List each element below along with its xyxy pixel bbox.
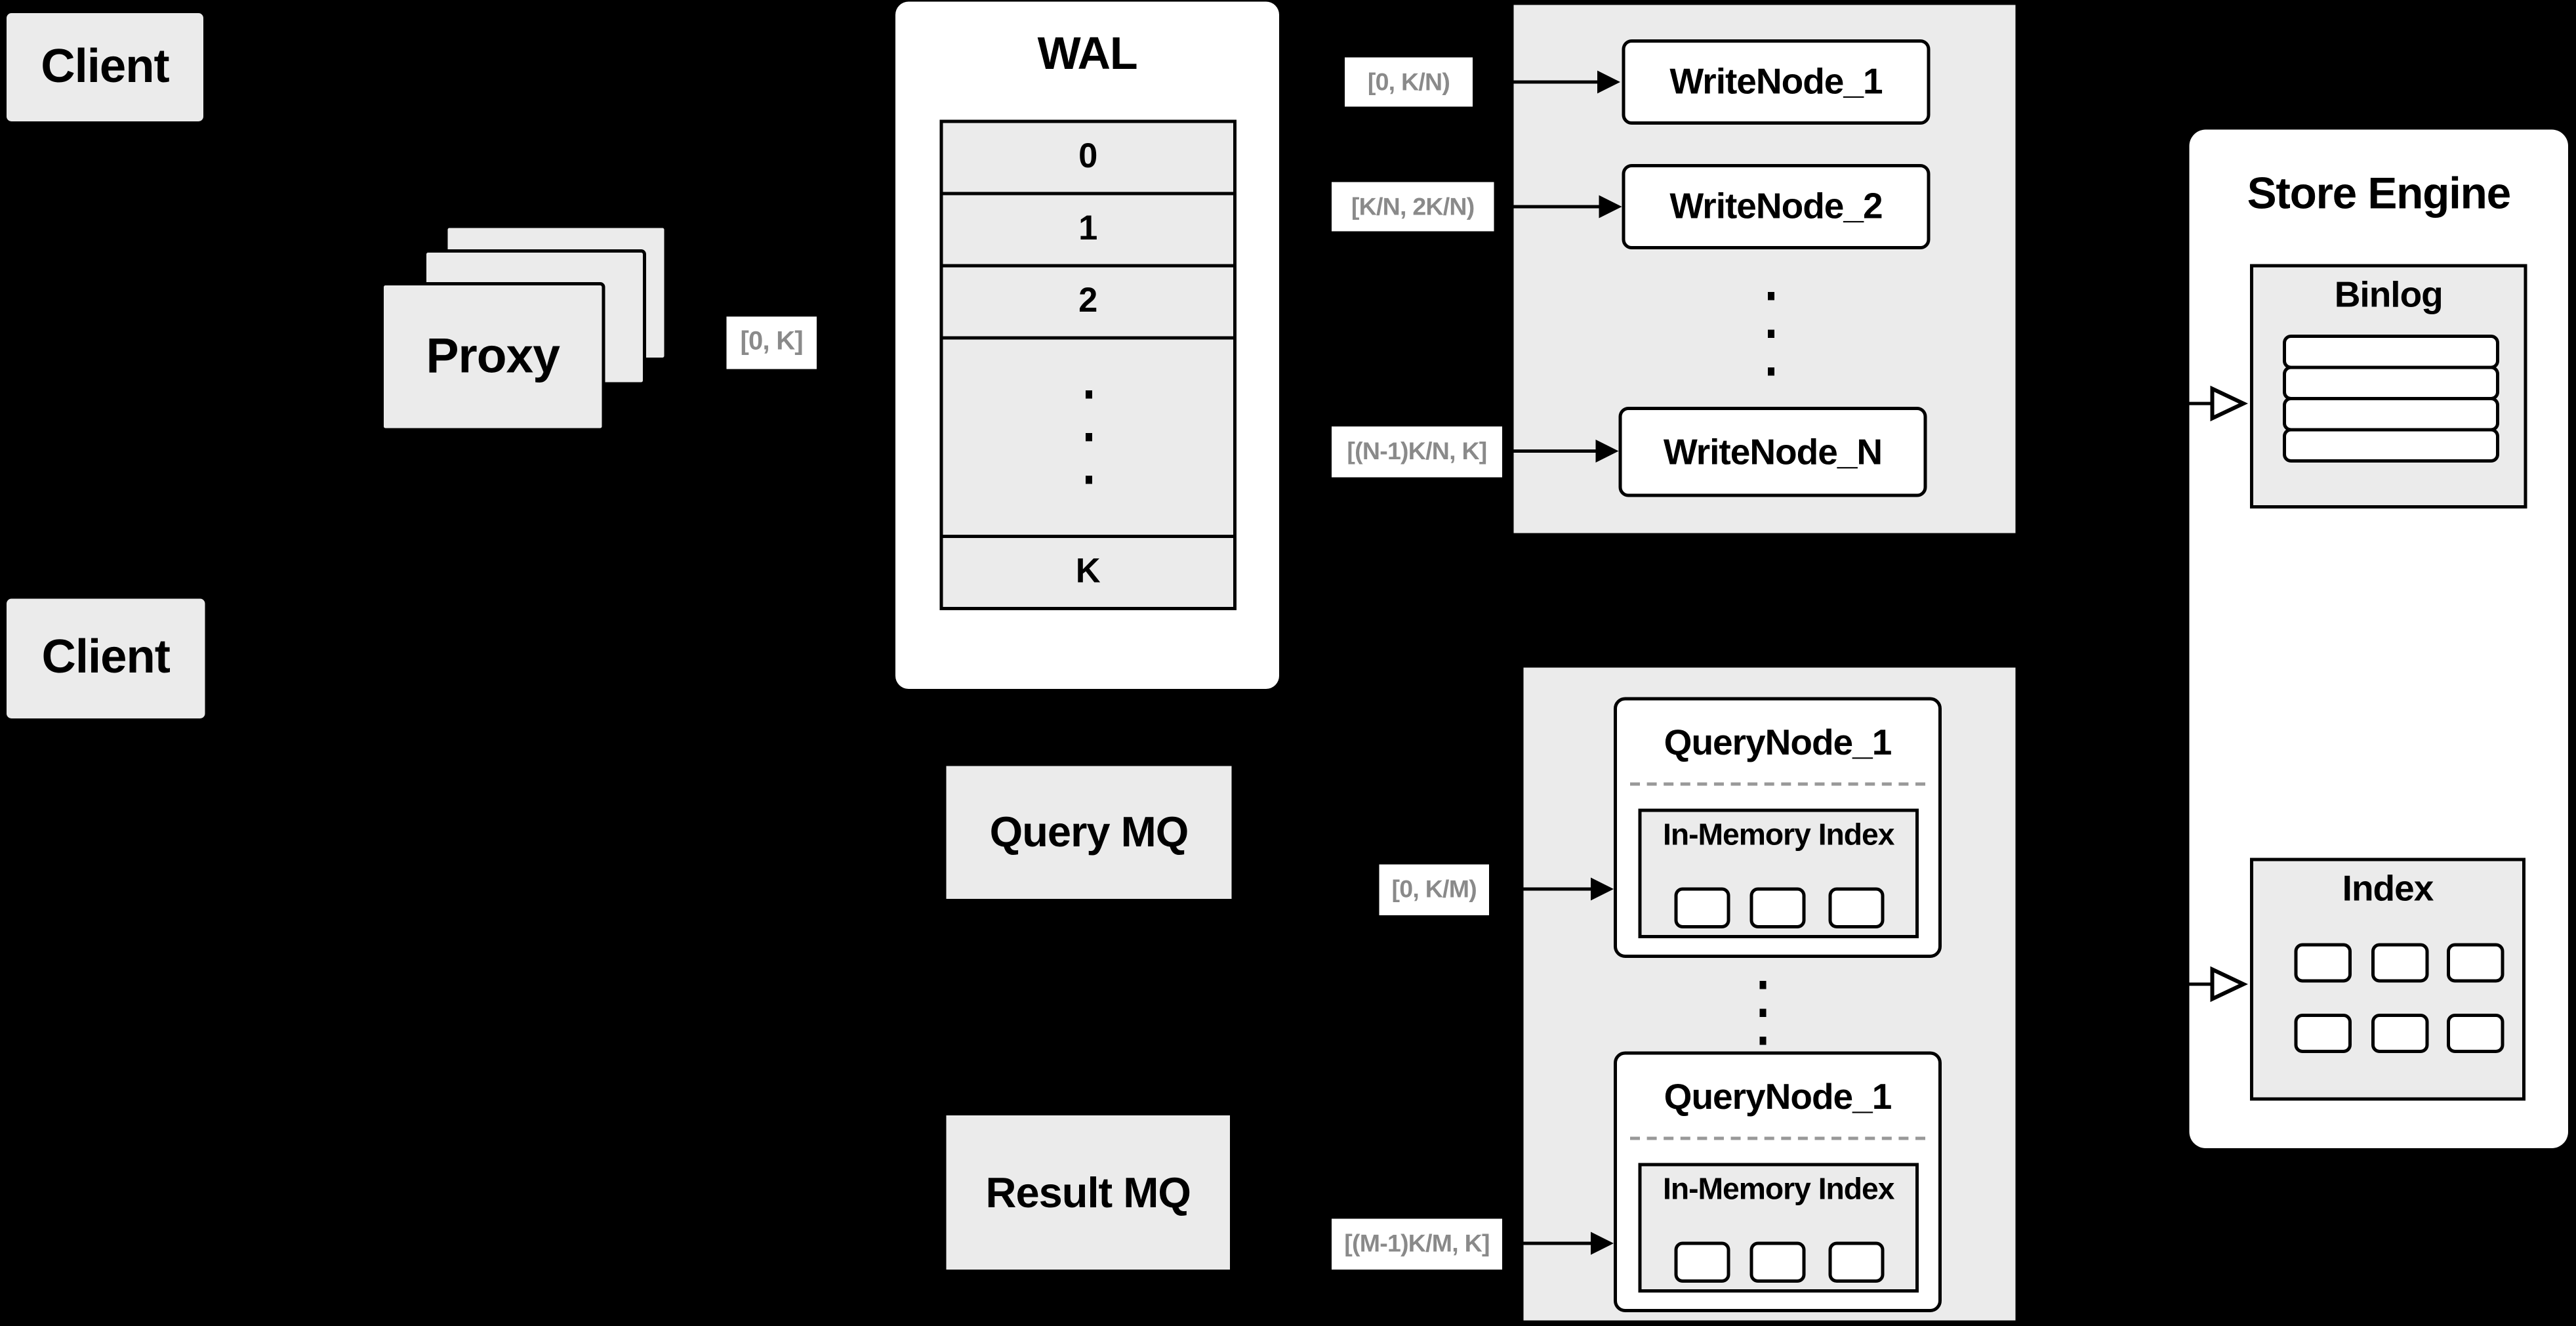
- memory-segment-chip: [1749, 1241, 1806, 1283]
- query-node-2: QueryNode_1 In-Memory Index: [1614, 1051, 1942, 1312]
- vertical-ellipsis-icon: [1759, 971, 1767, 1055]
- wal-panel: WAL 0 1 2 K: [895, 1, 1279, 689]
- range-label-query-node-1: [0, K/M): [1379, 864, 1489, 915]
- in-memory-index-box: In-Memory Index: [1638, 808, 1919, 938]
- memory-segment-chip: [1749, 887, 1806, 928]
- store-engine-panel: Store Engine Binlog Index: [2189, 129, 2568, 1148]
- index-segment-chip: [2447, 943, 2504, 983]
- wal-title: WAL: [1037, 28, 1138, 79]
- index-box: Index: [2250, 858, 2525, 1101]
- range-label-write-node-2: [K/N, 2K/N): [1332, 182, 1494, 232]
- open-arrow-right-icon: [2210, 385, 2249, 422]
- index-segment-chip: [2447, 1014, 2504, 1053]
- write-node-2: WriteNode_2: [1622, 164, 1931, 249]
- ellipsis-dot-icon: [1768, 292, 1774, 300]
- binlog-box: Binlog: [2250, 264, 2527, 508]
- arrow-right-icon: [1597, 70, 1620, 94]
- arrow-line: [1489, 886, 1594, 891]
- index-segment-chip: [2294, 1014, 2352, 1053]
- ellipsis-dot-icon: [1084, 433, 1092, 442]
- ellipsis-dot-icon: [1759, 981, 1767, 989]
- binlog-title: Binlog: [2334, 274, 2443, 316]
- arrow-line: [1502, 1241, 1594, 1245]
- wal-segment-row: 2: [939, 264, 1237, 340]
- index-segment-chip: [2371, 1014, 2429, 1053]
- query-node-title: QueryNode_1: [1664, 1076, 1892, 1117]
- binlog-rows: [2283, 335, 2499, 463]
- ellipsis-dot-icon: [1768, 329, 1774, 338]
- dashed-divider: [1630, 1136, 1925, 1140]
- index-segment-chip: [2371, 943, 2429, 983]
- write-nodes-panel: WriteNode_1 WriteNode_2 WriteNode_N: [1513, 5, 2016, 533]
- open-arrow-right-icon: [2210, 966, 2249, 1003]
- in-memory-index-title: In-Memory Index: [1663, 1171, 1895, 1206]
- write-node-1: WriteNode_1: [1622, 39, 1931, 125]
- wal-segment-row: K: [939, 535, 1237, 610]
- write-node-n: WriteNode_N: [1618, 407, 1927, 497]
- arrow-line: [2176, 982, 2216, 986]
- arrow-right-icon: [1591, 877, 1614, 901]
- binlog-row: [2283, 365, 2499, 400]
- memory-segment-chip: [1828, 887, 1885, 928]
- range-label-write-node-n: [(N-1)K/N, K]: [1332, 426, 1502, 478]
- binlog-row: [2283, 428, 2499, 463]
- ellipsis-dot-icon: [1084, 390, 1092, 399]
- query-mq-box: Query MQ: [946, 766, 1232, 899]
- in-memory-index-box: In-Memory Index: [1638, 1163, 1919, 1293]
- range-label-write-node-1: [0, K/N): [1345, 57, 1473, 107]
- dashed-divider: [1630, 782, 1925, 786]
- query-node-title: QueryNode_1: [1664, 722, 1892, 763]
- arrow-line: [1473, 79, 1601, 84]
- arrow-right-icon: [1599, 195, 1622, 218]
- client-box-bottom: Client: [7, 598, 205, 718]
- index-segment-chip: [2294, 943, 2352, 983]
- store-engine-title: Store Engine: [2247, 169, 2512, 218]
- ellipsis-dot-icon: [1768, 367, 1774, 376]
- in-memory-index-title: In-Memory Index: [1663, 817, 1895, 852]
- query-nodes-panel: QueryNode_1 In-Memory Index QueryNode_1 …: [1523, 667, 2016, 1321]
- vertical-ellipsis-icon: [1768, 278, 1774, 391]
- wal-segment-row: 1: [939, 192, 1237, 268]
- arrow-right-icon: [1591, 1232, 1614, 1255]
- memory-segment-chip: [1828, 1241, 1885, 1283]
- wal-segment-table: 0 1 2 K: [939, 119, 1237, 610]
- index-title: Index: [2342, 867, 2434, 909]
- ellipsis-dot-icon: [1759, 1008, 1767, 1017]
- ellipsis-dot-icon: [1084, 476, 1092, 484]
- arrow-right-icon: [1595, 440, 1619, 463]
- memory-segment-chip: [1674, 1241, 1730, 1283]
- query-node-1: QueryNode_1 In-Memory Index: [1614, 697, 1942, 958]
- wal-ellipsis-row: [939, 336, 1237, 538]
- binlog-row: [2283, 335, 2499, 369]
- client-box-top: Client: [7, 13, 203, 121]
- arrow-line: [2176, 401, 2216, 405]
- ellipsis-dot-icon: [1759, 1037, 1767, 1045]
- binlog-row: [2283, 397, 2499, 432]
- arrow-line: [1494, 204, 1601, 209]
- arrow-line: [1502, 449, 1599, 453]
- range-label-query-node-2: [(M-1)K/M, K]: [1332, 1218, 1502, 1270]
- proxy-box: Proxy: [380, 282, 605, 432]
- range-label-proxy-output: [0, K]: [726, 316, 817, 369]
- wal-segment-row: 0: [939, 119, 1237, 196]
- memory-segment-chip: [1674, 887, 1730, 928]
- result-mq-box: Result MQ: [946, 1115, 1230, 1270]
